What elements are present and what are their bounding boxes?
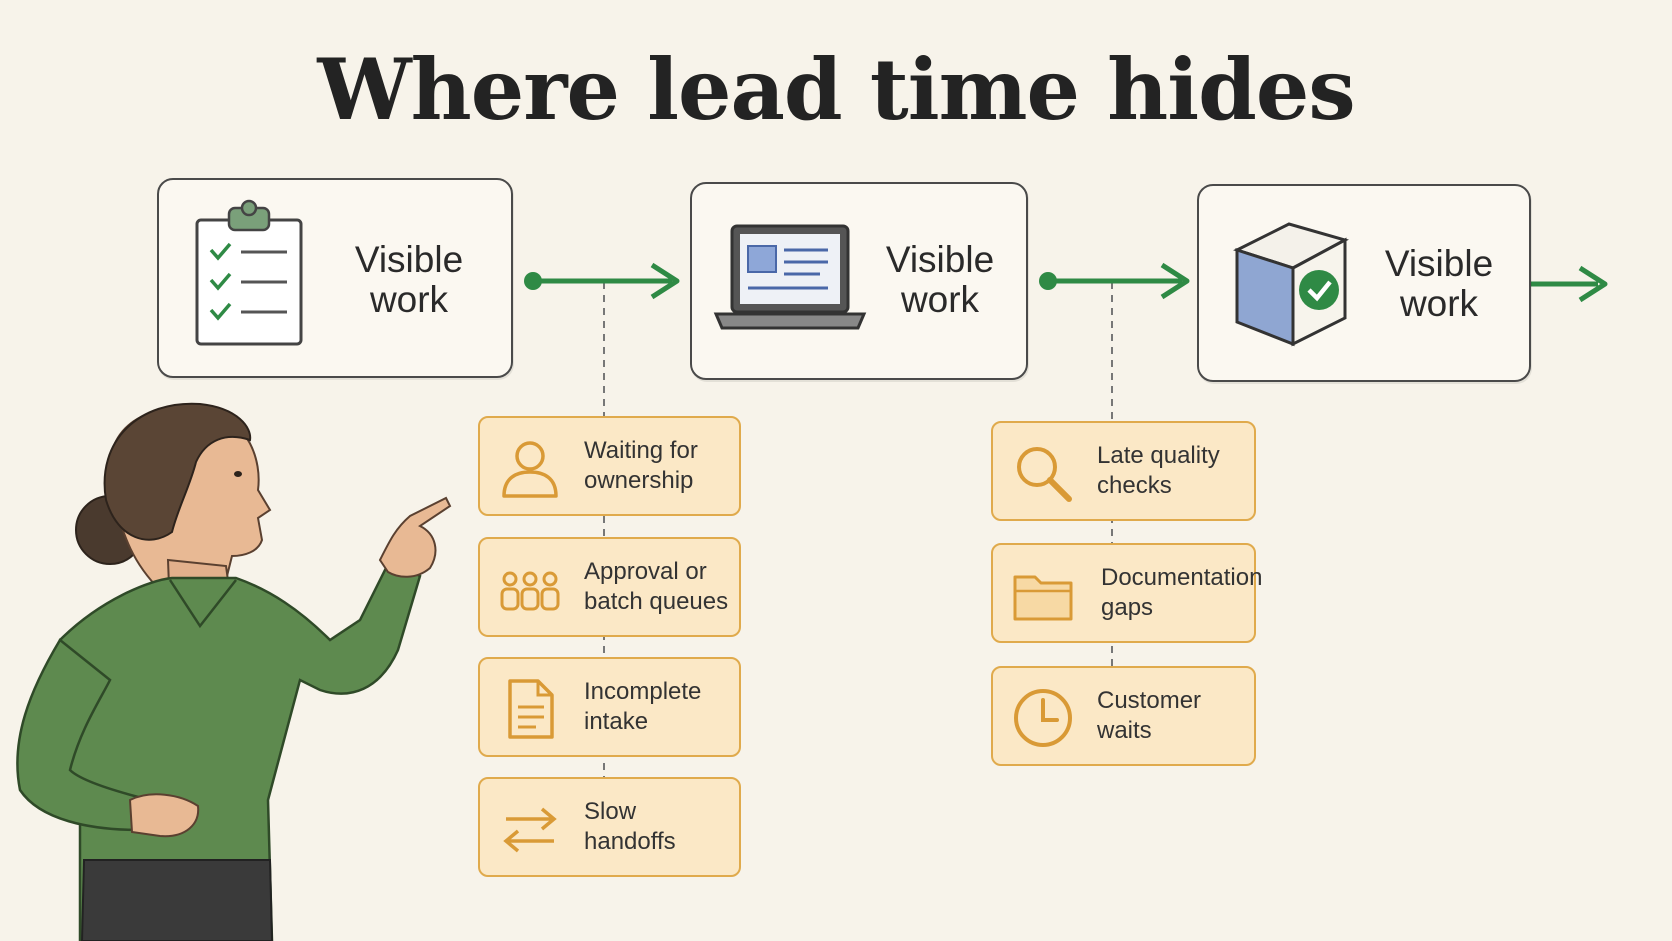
delay-card-customer-waits: Customer waits (991, 666, 1256, 766)
delay-card-slow-handoffs: Slow handoffs (478, 777, 741, 877)
delay-text-1-line1: Waiting for (584, 437, 698, 464)
stage-label-2-line2: work (900, 279, 980, 320)
stage-card-3: Visible work (1197, 184, 1531, 382)
delay-text-1: Waiting for ownership (584, 436, 744, 496)
stage-label-1-line1: Visible (354, 239, 464, 280)
folder-icon (1013, 575, 1073, 621)
delay-card-documentation-gaps: Documentation gaps (991, 543, 1262, 643)
magnifier-icon (1017, 447, 1072, 502)
delay-text-7-line2: waits (1097, 717, 1152, 744)
delay-text-6-line1: Documentation (1101, 564, 1263, 591)
flow-arrow-2 (1039, 262, 1190, 300)
delay-text-6-line2: gaps (1101, 594, 1154, 621)
delay-card-waiting-for-ownership: Waiting for ownership (478, 416, 741, 516)
person-icon (502, 441, 558, 498)
box-check-icon (1233, 222, 1349, 347)
presenter-pointing-illustration (16, 402, 452, 941)
diagram-title: Where lead time hides (317, 40, 1355, 139)
stage-label-1: Visible work (329, 240, 489, 320)
delay-card-late-quality-checks: Late quality checks (991, 421, 1256, 521)
stage-card-2: Visible work (690, 182, 1028, 380)
swap-arrows-icon (503, 807, 557, 853)
group-icon (500, 571, 560, 611)
delay-text-5-line2: checks (1097, 472, 1172, 499)
clipboard-checklist-icon (195, 199, 303, 346)
flow-arrow-3 (1530, 265, 1608, 303)
stage-label-3: Visible work (1369, 244, 1509, 324)
delay-text-3-line2: intake (584, 708, 649, 735)
flow-arrow-1 (524, 262, 680, 300)
document-icon (508, 679, 554, 739)
stage-label-2-line1: Visible (885, 239, 995, 280)
delay-text-2-line2: batch queues (584, 588, 729, 615)
delay-text-5: Late quality checks (1097, 441, 1257, 501)
clock-icon (1014, 689, 1072, 747)
delay-text-5-line1: Late quality (1097, 442, 1220, 469)
delay-text-4-line2: handoffs (584, 828, 676, 855)
stage-label-3-line1: Visible (1384, 243, 1494, 284)
stage-label-1-line2: work (369, 279, 449, 320)
delay-card-approval-or-batch-queues: Approval or batch queues (478, 537, 741, 637)
delay-text-2-line1: Approval or (584, 558, 707, 585)
laptop-icon (713, 224, 867, 330)
delay-text-3: Incomplete intake (584, 677, 744, 737)
stage-label-3-line2: work (1399, 283, 1479, 324)
delay-text-6: Documentation gaps (1101, 563, 1263, 623)
delay-text-7-line1: Customer (1097, 687, 1202, 714)
delay-text-3-line1: Incomplete (584, 678, 702, 705)
delay-text-2: Approval or batch queues (584, 557, 744, 617)
delay-text-7: Customer waits (1097, 686, 1257, 746)
delay-text-1-line2: ownership (584, 467, 694, 494)
stage-label-2: Visible work (870, 240, 1010, 320)
delay-text-4: Slow handoffs (584, 797, 744, 857)
delay-text-4-line1: Slow (584, 798, 637, 825)
delay-card-incomplete-intake: Incomplete intake (478, 657, 741, 757)
stage-card-1: Visible work (157, 178, 513, 378)
